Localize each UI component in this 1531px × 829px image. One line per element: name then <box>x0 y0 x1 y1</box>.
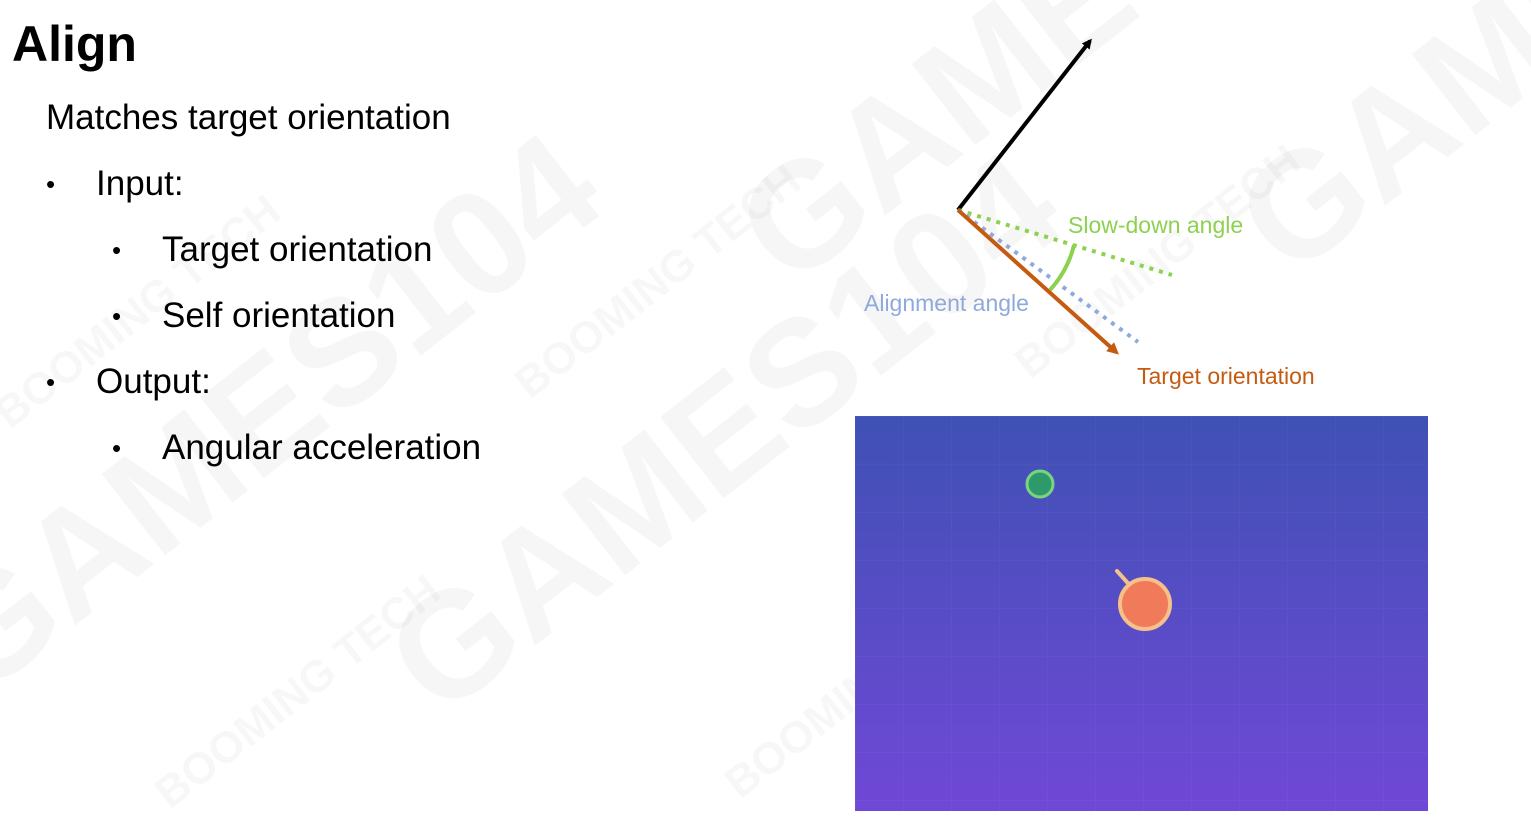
self-orientation-arrow <box>956 38 1092 212</box>
slide-title: Align <box>12 16 137 72</box>
watermark-text: GAMES104 <box>0 100 630 725</box>
bullet-text: Self orientation <box>162 296 396 335</box>
simulation-preview <box>855 416 1428 811</box>
slow-down-boundary-line <box>957 208 1173 277</box>
bullet-dot: • <box>46 367 56 397</box>
watermark-brand: BOOMING TECH <box>146 566 450 818</box>
watermark-brand: BOOMING TECH <box>506 156 810 408</box>
bullet-dot: • <box>112 301 122 331</box>
alignment-angle-label: Alignment angle <box>864 290 1029 316</box>
target-orientation-label: Target orientation <box>1137 363 1315 389</box>
bullet-text: Target orientation <box>162 230 433 269</box>
bullet-dot: • <box>112 235 122 265</box>
bullet-dot: • <box>112 433 122 463</box>
bullet-text: Angular acceleration <box>162 428 482 467</box>
slow-down-angle-arc <box>1048 244 1076 292</box>
bullet-text: Input: <box>96 164 184 203</box>
target-dot <box>1025 469 1055 499</box>
slide-subtitle: Matches target orientation <box>46 98 451 137</box>
alignment-boundary-line <box>956 208 1140 344</box>
bullet-text: Output: <box>96 362 211 401</box>
slow-down-angle-label: Slow-down angle <box>1068 212 1243 238</box>
orientation-diagram: Slow-down angle Alignment angle Target o… <box>864 38 1315 389</box>
target-orientation-arrow <box>956 208 1119 355</box>
agent-body <box>1118 577 1172 631</box>
bullet-dot: • <box>46 169 56 199</box>
